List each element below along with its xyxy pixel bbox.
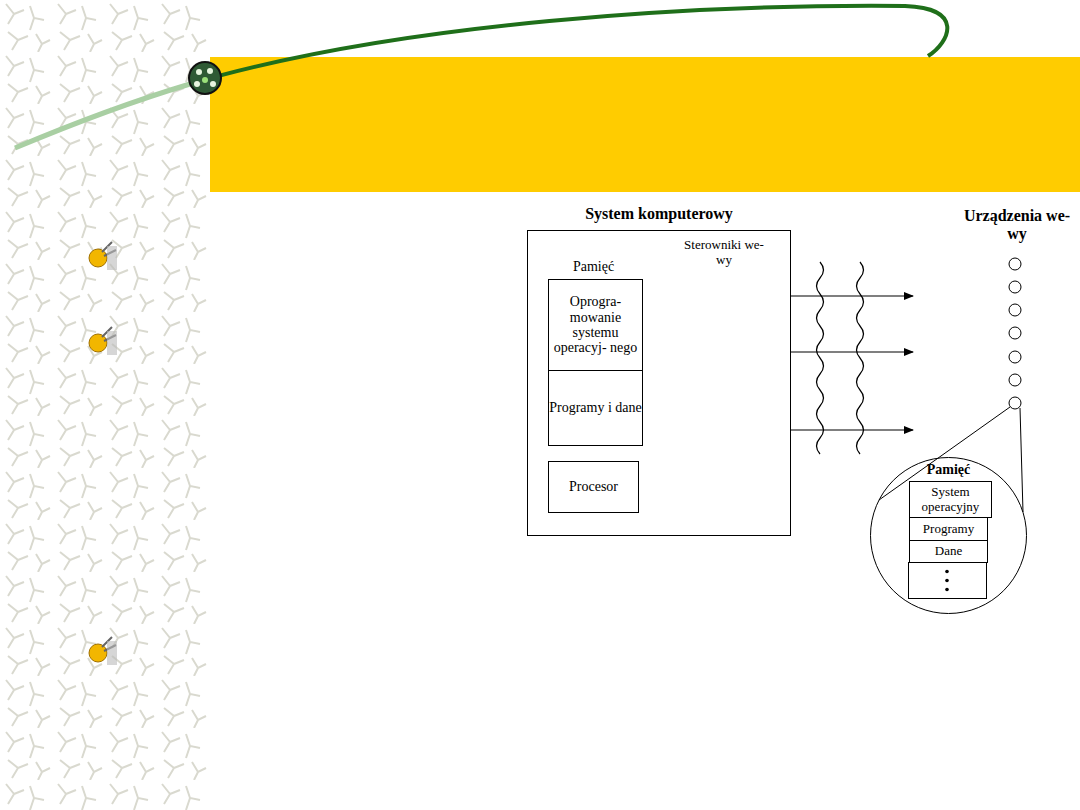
io-device-circle <box>1009 258 1021 409</box>
box-text: System operacyjny <box>910 485 991 514</box>
memory-block: PamięćOprogra- mowanie systemu operacyj-… <box>548 279 639 446</box>
box-heading: System komputerowy <box>508 205 810 223</box>
data-memory-box: Dane <box>909 540 988 563</box>
title-band <box>210 57 1080 192</box>
programs-memory-box: Programy i dane <box>548 370 643 446</box>
os-memory-box: Oprogra- mowanie systemu operacyj- nego <box>548 279 643 371</box>
swoosh-curve <box>190 6 947 84</box>
box-heading: Pamięć <box>851 462 1046 478</box>
cpu-box: Procesor <box>548 461 639 513</box>
io-controllers-label: Sterowniki we-wy <box>679 238 769 268</box>
bullet-icon <box>89 242 117 270</box>
memory-more-box <box>909 563 987 599</box>
box-heading: Pamięć <box>529 259 658 275</box>
wavy-line <box>857 262 864 454</box>
magnified-memory-circle: PamięćSystem operacyjnyProgramyDane <box>870 457 1027 614</box>
bullet-icon <box>89 637 117 665</box>
box-text: Oprogra- mowanie systemu operacyj- nego <box>549 294 642 356</box>
box-text: Dane <box>935 544 962 558</box>
os-memory-box: System operacyjny <box>909 481 992 518</box>
wavy-line <box>817 262 824 454</box>
texture-strip <box>0 0 210 810</box>
swoosh-tail <box>15 84 190 148</box>
box-text: Programy <box>923 522 974 536</box>
bullet-icon <box>89 327 117 355</box>
io-devices-label: Urządzenia we-wy <box>962 207 1072 244</box>
system-box: System komputerowyPamięćOprogra- mowanie… <box>527 230 791 536</box>
diagram-panel <box>515 198 1070 612</box>
box-text: Procesor <box>569 479 618 494</box>
swoosh-ball <box>189 62 221 94</box>
programs-memory-box: Programy <box>909 517 988 541</box>
box-text: Programy i dane <box>549 400 642 415</box>
